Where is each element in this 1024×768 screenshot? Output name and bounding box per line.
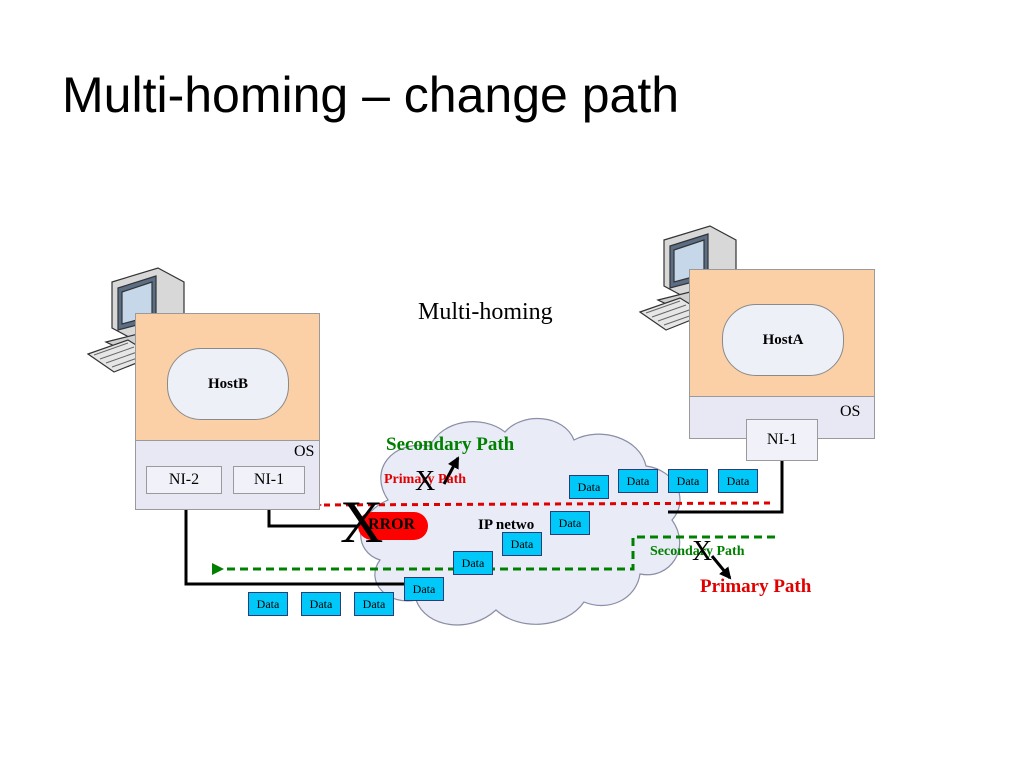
data-packet: Data xyxy=(569,475,609,499)
secondary-path-line xyxy=(212,535,775,575)
hostA-label: HostA xyxy=(722,304,844,376)
primary-path-label-right: Primary Path xyxy=(700,576,812,597)
cable-hostB-ni2 xyxy=(184,494,404,586)
data-packet: Data xyxy=(354,592,394,616)
path-switch-x-top: X xyxy=(415,466,436,497)
data-packet: Data xyxy=(618,469,658,493)
hostB-os-label: OS xyxy=(294,443,315,460)
switch-arrow-right xyxy=(710,555,732,580)
secondary-path-label-top: Secondary Path xyxy=(386,434,515,455)
secondary-path-label-right: Secondary Path xyxy=(650,544,745,559)
hostB-ni1: NI-1 xyxy=(233,466,305,494)
data-packet: Data xyxy=(550,511,590,535)
data-packet: Data xyxy=(301,592,341,616)
data-packet: Data xyxy=(453,551,493,575)
primary-path-label-top: Primary Path xyxy=(384,472,467,487)
cable-hostA-ni1 xyxy=(668,460,784,514)
primary-path-line xyxy=(311,500,771,511)
error-badge xyxy=(358,512,428,540)
link-failure-x: X xyxy=(340,489,384,555)
data-packet: Data xyxy=(718,469,758,493)
diagram-label: Multi-homing xyxy=(418,299,553,325)
data-packet: Data xyxy=(502,532,542,556)
data-packet: Data xyxy=(668,469,708,493)
ip-network-label: IP netwo xyxy=(478,517,535,533)
hostA-os-label: OS xyxy=(840,403,861,420)
path-switch-x-right: X xyxy=(692,536,713,567)
data-packet: Data xyxy=(404,577,444,601)
error-label: RROR xyxy=(368,516,416,533)
data-packet: Data xyxy=(248,592,288,616)
slide-title: Multi-homing – change path xyxy=(62,67,680,123)
hostB-label: HostB xyxy=(167,348,289,420)
hostA-ni1: NI-1 xyxy=(746,419,818,461)
hostB-ni2: NI-2 xyxy=(146,466,222,494)
switch-arrow-top xyxy=(442,456,460,485)
